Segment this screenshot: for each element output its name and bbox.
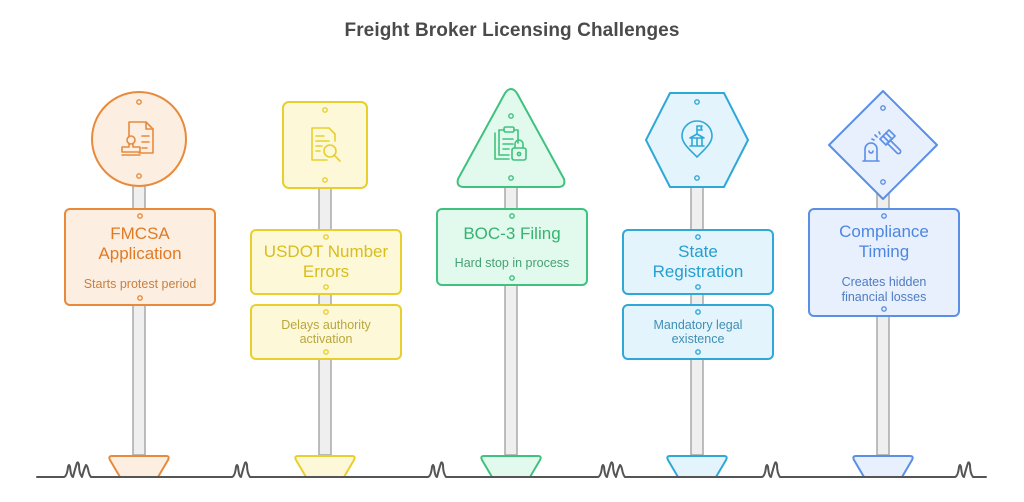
sign-description-line: Starts protest period <box>83 276 197 291</box>
rivet-dot <box>880 179 886 185</box>
sign-description-line: Hard stop in process <box>454 256 570 271</box>
sign-description-line: Creates hidden <box>841 275 927 290</box>
sign-board <box>250 229 402 295</box>
sign-board <box>64 208 216 306</box>
rivet-dot <box>508 113 514 119</box>
sign-square <box>282 101 368 189</box>
rivet-dot <box>323 349 329 355</box>
sign-description-line: existence <box>671 332 725 346</box>
rivet-dot <box>322 177 328 183</box>
sign-board <box>622 229 774 295</box>
sign-title-line: BOC-3 Filing <box>463 223 561 243</box>
signs-layer <box>64 88 960 360</box>
sign-title-line: FMCSA <box>110 223 170 243</box>
sign-usdot <box>250 101 402 360</box>
pole-base <box>108 455 170 478</box>
sign-title-line: Timing <box>858 241 910 261</box>
sign-state <box>622 92 774 360</box>
pole-base <box>480 455 542 478</box>
clipboard-lock-icon <box>494 126 527 161</box>
rivet-dot <box>323 234 329 240</box>
rivet-dot <box>137 295 143 301</box>
document-stamp-icon <box>121 121 154 156</box>
sign-diamond <box>828 90 938 200</box>
rivet-dot <box>695 234 701 240</box>
ground-line <box>36 461 987 478</box>
sign-description-line: financial losses <box>841 289 927 304</box>
sign-compliance <box>808 90 960 317</box>
bases-layer <box>108 455 914 478</box>
rivet-dot <box>881 213 887 219</box>
sign-title-line: USDOT Number <box>263 242 389 262</box>
diagram-title: Freight Broker Licensing Challenges <box>344 20 680 41</box>
pole <box>504 144 518 456</box>
sign-title-line: Registration <box>652 262 744 281</box>
sign-boc3 <box>436 88 588 286</box>
sign-description: Hard stop in process <box>437 256 587 271</box>
sign-title: BOC-3 Filing <box>437 223 587 244</box>
pole-base <box>294 455 356 478</box>
rivet-dot <box>508 175 514 181</box>
rivet-dot <box>136 173 142 179</box>
sign-title-line: Application <box>98 243 182 263</box>
sign-description-line: Delays authority <box>281 317 371 332</box>
rivet-dot <box>322 107 328 113</box>
sign-description-line: activation <box>299 332 353 346</box>
rivet-dot <box>880 105 886 111</box>
pole-base <box>852 455 914 478</box>
rivet-dot <box>881 306 887 312</box>
document-search-icon <box>311 127 341 162</box>
sign-circle <box>91 91 187 187</box>
sign-description-line: Mandatory legal <box>653 317 743 332</box>
pole <box>318 144 332 456</box>
description-board <box>622 304 774 360</box>
description-board <box>250 304 402 360</box>
ground-layer <box>36 461 987 478</box>
rivet-dot <box>509 275 515 281</box>
sign-description: Starts protest period <box>65 277 215 292</box>
rivet-dot <box>323 309 329 315</box>
government-location-icon <box>681 120 713 158</box>
rivet-dot <box>136 99 142 105</box>
rivet-dot <box>695 309 701 315</box>
sign-title-line: Errors <box>302 262 350 281</box>
sign-title-line: Compliance <box>839 221 929 241</box>
sign-board <box>808 208 960 317</box>
rivet-dot <box>695 349 701 355</box>
rivet-dot <box>695 284 701 290</box>
rivet-dot <box>509 213 515 219</box>
sign-title-line: State <box>678 242 718 262</box>
gavel-icon <box>862 129 902 162</box>
sign-triangle <box>456 88 566 188</box>
rivet-dot <box>694 99 700 105</box>
pole-base <box>666 455 728 478</box>
sign-fmcsa <box>64 91 216 306</box>
rivet-dot <box>137 213 143 219</box>
sign-board <box>436 208 588 286</box>
rivet-dot <box>694 175 700 181</box>
rivet-dot <box>323 284 329 290</box>
